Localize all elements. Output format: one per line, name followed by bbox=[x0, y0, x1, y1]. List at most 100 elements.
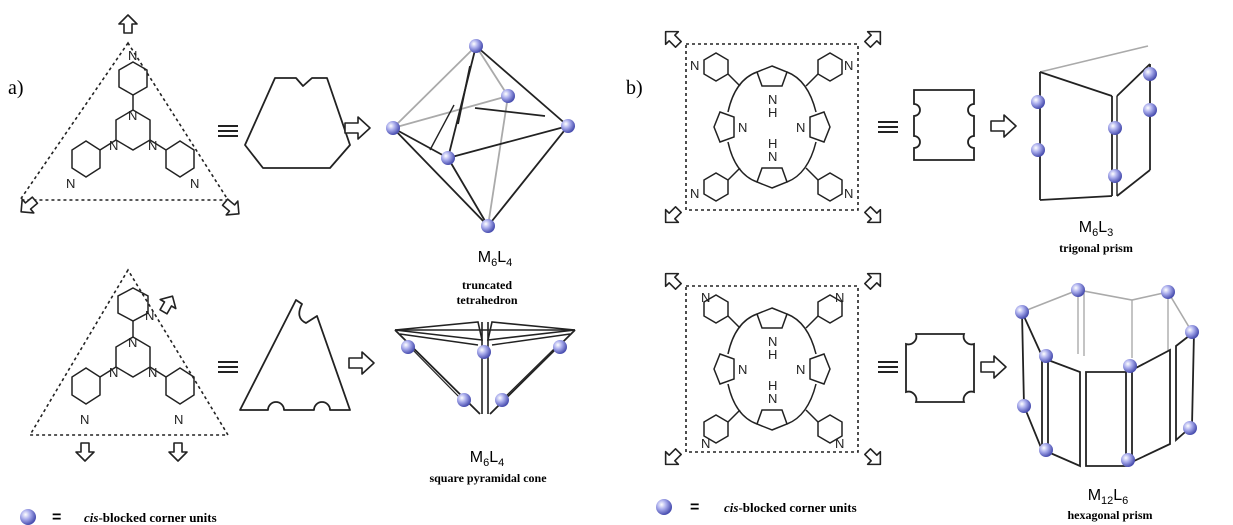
ligand-porphyrin-4pyridyl: N H H N N N N N N N bbox=[685, 285, 859, 453]
corner-sphere bbox=[1123, 359, 1137, 373]
atom-n: N bbox=[796, 362, 805, 377]
corner-sphere bbox=[1121, 453, 1135, 467]
ligand-porphyrin-3pyridyl: N H H N N N N N N N bbox=[685, 43, 859, 211]
corner-sphere bbox=[1143, 103, 1157, 117]
atom-n: N bbox=[738, 120, 747, 135]
equivalence-symbol bbox=[877, 121, 899, 133]
atom-nh: N bbox=[768, 149, 777, 164]
corner-sphere bbox=[501, 89, 515, 103]
atom-n: N bbox=[66, 176, 75, 191]
transform-arrow-icon bbox=[344, 116, 371, 140]
cage-trigonal-prism bbox=[1031, 45, 1157, 201]
atom-n: N bbox=[844, 186, 853, 201]
corner-sphere bbox=[561, 119, 575, 133]
legend-sphere-icon bbox=[20, 509, 36, 525]
ligand-triazine-4pyridyl: N N N N N N bbox=[18, 41, 230, 201]
outward-arrow-icon bbox=[860, 266, 888, 294]
panel-shape-notched-triangle bbox=[239, 299, 351, 411]
atom-n: N bbox=[701, 436, 710, 451]
corner-sphere bbox=[1185, 325, 1199, 339]
atom-n: N bbox=[690, 186, 699, 201]
outward-arrow-icon bbox=[75, 442, 95, 462]
atom-nh: N bbox=[768, 334, 777, 349]
corner-sphere bbox=[1039, 443, 1053, 457]
corner-sphere bbox=[1039, 349, 1053, 363]
atom-n: N bbox=[148, 365, 157, 380]
outward-arrow-icon bbox=[118, 14, 138, 34]
atom-nh: N bbox=[768, 92, 777, 107]
atom-n: N bbox=[796, 120, 805, 135]
atom-n: N bbox=[80, 412, 89, 427]
cage-square-pyramidal-cone bbox=[394, 321, 576, 415]
atom-n: N bbox=[174, 412, 183, 427]
legend-equals: = bbox=[690, 499, 699, 516]
equivalence-symbol bbox=[217, 361, 239, 373]
corner-sphere bbox=[481, 219, 495, 233]
legend-text: cis-blocked corner units bbox=[724, 500, 857, 515]
outward-arrow-icon bbox=[860, 202, 888, 230]
outward-arrow-icon bbox=[658, 444, 686, 472]
corner-sphere bbox=[495, 393, 509, 407]
cage-hexagonal-prism bbox=[1015, 283, 1199, 468]
atom-n: N bbox=[148, 138, 157, 153]
transform-arrow-icon bbox=[990, 114, 1017, 138]
panel-shape-truncated-triangle bbox=[244, 77, 351, 169]
atom-nh: H bbox=[768, 136, 777, 151]
outward-arrow-icon bbox=[168, 442, 188, 462]
atom-nh: H bbox=[768, 347, 777, 362]
shape-label-a-bottom: square pyramidal cone bbox=[429, 471, 547, 485]
ligand-triazine-3pyridyl: N N N N N N bbox=[28, 268, 230, 436]
corner-sphere bbox=[1161, 285, 1175, 299]
equivalence-symbol bbox=[217, 125, 239, 137]
corner-sphere bbox=[457, 393, 471, 407]
corner-sphere bbox=[1143, 67, 1157, 81]
atom-n: N bbox=[844, 58, 853, 73]
legend-equals: = bbox=[52, 509, 61, 525]
outward-arrow-icon bbox=[154, 290, 182, 318]
outward-arrow-icon bbox=[860, 24, 888, 52]
outward-arrow-icon bbox=[218, 194, 246, 222]
atom-n: N bbox=[128, 335, 137, 350]
panel-b-label: b) bbox=[626, 77, 643, 99]
corner-sphere bbox=[477, 345, 491, 359]
corner-sphere bbox=[1108, 121, 1122, 135]
atom-n: N bbox=[109, 365, 118, 380]
corner-sphere bbox=[553, 340, 567, 354]
panel-shape-notched-square bbox=[905, 333, 975, 403]
equivalence-symbol bbox=[877, 361, 899, 373]
atom-n: N bbox=[835, 436, 844, 451]
legend-text: cis-blocked corner units bbox=[84, 510, 217, 525]
atom-nh: H bbox=[768, 378, 777, 393]
corner-sphere bbox=[1031, 143, 1045, 157]
corner-sphere bbox=[469, 39, 483, 53]
corner-sphere bbox=[1183, 421, 1197, 435]
atom-n: N bbox=[738, 362, 747, 377]
outward-arrow-icon bbox=[658, 266, 686, 294]
outward-arrow-icon bbox=[14, 192, 42, 220]
formula-a-bottom: M6L4 bbox=[470, 449, 504, 469]
corner-sphere bbox=[1071, 283, 1085, 297]
atom-n: N bbox=[835, 290, 844, 305]
atom-n: N bbox=[701, 290, 710, 305]
atom-n: N bbox=[145, 308, 154, 323]
corner-sphere bbox=[1031, 95, 1045, 109]
corner-sphere bbox=[1015, 305, 1029, 319]
shape-label-b-bottom: hexagonal prism bbox=[1067, 508, 1152, 522]
transform-arrow-icon bbox=[980, 355, 1007, 379]
cage-truncated-tetrahedron bbox=[386, 39, 575, 233]
transform-arrow-icon bbox=[348, 351, 375, 375]
legend-b: = cis-blocked corner units bbox=[656, 499, 857, 516]
corner-sphere bbox=[441, 151, 455, 165]
atom-n: N bbox=[690, 58, 699, 73]
atom-nh: H bbox=[768, 105, 777, 120]
corner-sphere bbox=[386, 121, 400, 135]
atom-nh: N bbox=[768, 391, 777, 406]
corner-sphere bbox=[1108, 169, 1122, 183]
outward-arrow-icon bbox=[658, 202, 686, 230]
corner-sphere bbox=[1017, 399, 1031, 413]
shape-label-b-top: trigonal prism bbox=[1059, 241, 1133, 255]
atom-n: N bbox=[128, 48, 137, 63]
formula-b-top: M6L3 bbox=[1079, 219, 1113, 239]
